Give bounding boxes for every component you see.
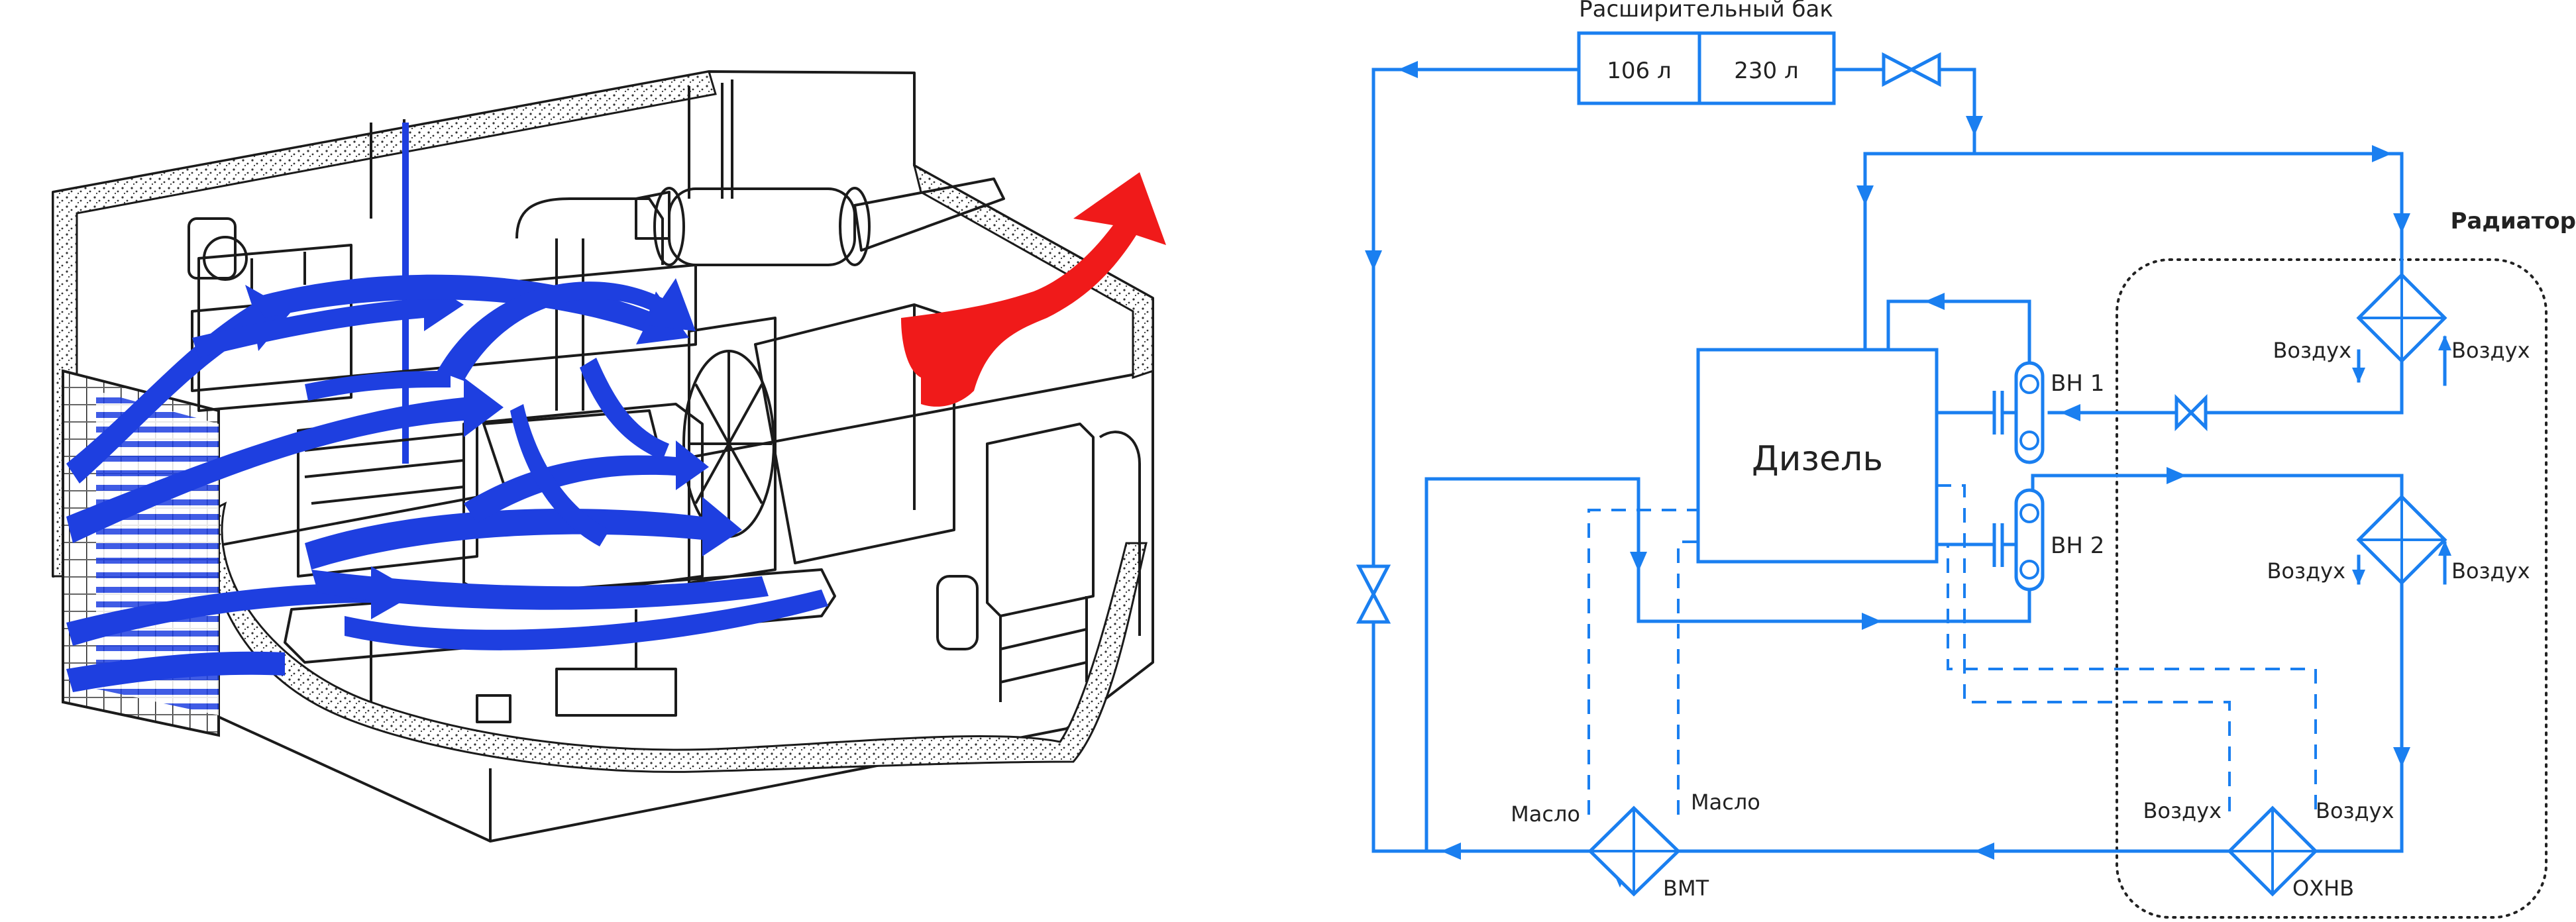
arrow-left-pump1 xyxy=(1925,293,1945,310)
air-label-4: Воздух xyxy=(2451,558,2530,584)
arrow-air-1 xyxy=(2352,368,2365,383)
arrow-air-4 xyxy=(2438,540,2451,556)
arrow-air-3 xyxy=(2352,570,2365,585)
arrow-left-top xyxy=(1398,61,1418,78)
coolant-pipes xyxy=(1371,68,2447,853)
pump1-label: ВН 1 xyxy=(2051,370,2104,397)
pump2-label: ВН 2 xyxy=(2051,533,2104,559)
diesel-generator-room-cutaway xyxy=(52,70,1166,843)
arrow-left-pump1-return xyxy=(2061,404,2080,421)
arrow-down-radiator-1 xyxy=(2393,213,2410,233)
expansion-tank: Расширительный бак 106 л 230 л xyxy=(1577,0,1836,105)
radiator-boundary xyxy=(2116,258,2548,919)
tank-volume-106: 106 л xyxy=(1607,58,1671,84)
arrow-down-engine-inlet xyxy=(1856,185,1874,205)
flow-arrowheads xyxy=(1365,61,2451,888)
arrow-air-2 xyxy=(2438,335,2451,350)
arrow-right-pump2-return xyxy=(1862,613,1882,630)
oil-cooler: Масло Масло ВМТ xyxy=(1511,790,1760,901)
air-label-5: Воздух xyxy=(2143,798,2222,823)
pump-vn2: ВН 2 xyxy=(1992,488,2104,591)
air-label-3: Воздух xyxy=(2267,558,2345,584)
exhaust-silencer xyxy=(515,178,1005,411)
valve-tank-line xyxy=(1882,52,1941,87)
radiator-exchanger-top: Воздух Воздух xyxy=(2273,272,2530,364)
wall-section-top-left xyxy=(52,70,717,578)
diesel-engine xyxy=(1696,348,1939,564)
engine-label: Дизель xyxy=(1752,439,1883,479)
cooling-schematic: Радиатор Расширительный бак 106 л 230 л xyxy=(1356,0,2576,919)
arrow-left-bottom xyxy=(1441,843,1461,860)
arrow-left-bottom-mid xyxy=(1974,843,1994,860)
arrow-down-left-loop xyxy=(1365,250,1382,270)
valve-pump1-line xyxy=(2174,393,2208,432)
pump-vn1: ВН 1 xyxy=(1992,361,2104,464)
expansion-tank-caption: Расширительный бак xyxy=(1579,0,1833,23)
charge-air-cooler-label: ОХНВ xyxy=(2292,876,2354,901)
radiator-label: Радиатор xyxy=(2451,208,2576,234)
valves xyxy=(1356,52,2208,624)
floor-cut-edge xyxy=(209,501,1148,773)
oil-label-right: Масло xyxy=(1691,790,1760,815)
charge-air-cooler: Воздух Воздух ОХНВ xyxy=(2143,798,2394,901)
arrow-right-pump2 xyxy=(2167,467,2186,484)
arrow-down-radiator-2 xyxy=(2393,747,2410,767)
hot-air-exhaust-arrow xyxy=(901,172,1166,407)
valve-left-loop xyxy=(1356,564,1391,624)
cooling-airflow-arrows xyxy=(66,274,828,692)
air-label-1: Воздух xyxy=(2273,338,2351,363)
arrow-down-oil-supply xyxy=(1630,552,1647,572)
air-label-6: Воздух xyxy=(2316,798,2394,823)
arrow-right-header xyxy=(2372,145,2392,162)
oil-lines xyxy=(1587,484,2317,815)
tank-volume-230: 230 л xyxy=(1734,58,1798,84)
fuel-day-tank xyxy=(936,423,1141,702)
oil-cooler-label: ВМТ xyxy=(1663,876,1709,901)
radiator-exchanger-middle: Воздух Воздух xyxy=(2267,494,2530,586)
arrow-down-tank-outlet xyxy=(1966,116,1983,136)
air-label-2: Воздух xyxy=(2451,338,2530,363)
oil-label-left: Масло xyxy=(1511,801,1580,827)
